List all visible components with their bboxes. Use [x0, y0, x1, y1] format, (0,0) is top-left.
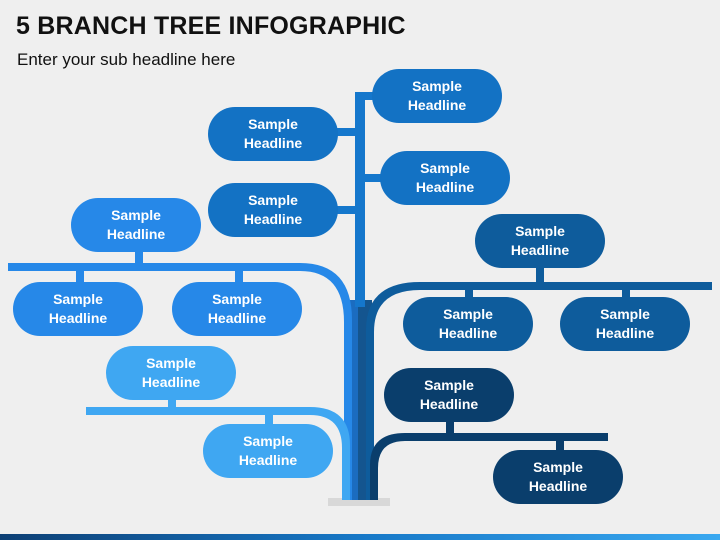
node-top-1[interactable]: Sample Headline	[372, 69, 502, 123]
node-top-2[interactable]: Sample Headline	[208, 107, 338, 161]
node-line1: Sample	[412, 78, 462, 94]
node-line2: Headline	[510, 242, 570, 258]
stem-left1-child-a	[76, 269, 84, 283]
trunk-upper	[355, 92, 365, 307]
node-right2-parent[interactable]: Sample Headline	[384, 368, 514, 422]
node-line1: Sample	[424, 377, 474, 393]
stem-right2-parent	[446, 421, 454, 435]
stem-right2-child	[556, 439, 564, 451]
node-top-4[interactable]: Sample Headline	[208, 183, 338, 237]
branch-left-2	[86, 407, 350, 500]
node-right1-parent[interactable]: Sample Headline	[475, 214, 605, 268]
node-line2: Headline	[141, 374, 201, 390]
page-title: 5 BRANCH TREE INFOGRAPHIC	[16, 12, 406, 40]
node-left1-child-b[interactable]: Sample Headline	[172, 282, 302, 336]
node-line1: Sample	[443, 306, 493, 322]
stem-right1-child-b	[622, 288, 630, 300]
node-line1: Sample	[420, 160, 470, 176]
node-right2-child[interactable]: Sample Headline	[493, 450, 623, 504]
node-line1: Sample	[515, 223, 565, 239]
node-line1: Sample	[243, 433, 293, 449]
node-line1: Sample	[111, 207, 161, 223]
node-line2: Headline	[595, 325, 655, 341]
stem-left2-child	[265, 413, 273, 425]
stem-right1-parent	[536, 268, 544, 284]
node-line2: Headline	[106, 226, 166, 242]
node-left1-parent[interactable]: Sample Headline	[71, 198, 201, 252]
stem-left1-child-b	[235, 269, 243, 283]
page-subtitle: Enter your sub headline here	[17, 50, 236, 69]
node-right1-child-b[interactable]: Sample Headline	[560, 297, 690, 351]
node-line2: Headline	[528, 478, 588, 494]
node-line1: Sample	[533, 459, 583, 475]
stem-left1-parent	[135, 251, 143, 265]
connector-top-3	[360, 174, 382, 182]
stem-left2-parent	[168, 399, 176, 409]
connector-top-1	[360, 92, 378, 100]
connector-top-4	[336, 206, 358, 214]
node-line2: Headline	[243, 135, 303, 151]
node-line1: Sample	[53, 291, 103, 307]
node-line2: Headline	[48, 310, 108, 326]
node-top-3[interactable]: Sample Headline	[380, 151, 510, 205]
branch-right-2	[370, 433, 608, 500]
node-line2: Headline	[438, 325, 498, 341]
footer-bar	[0, 534, 720, 540]
node-line2: Headline	[415, 179, 475, 195]
node-line2: Headline	[419, 396, 479, 412]
node-line1: Sample	[248, 116, 298, 132]
node-right1-child-a[interactable]: Sample Headline	[403, 297, 533, 351]
node-left1-child-a[interactable]: Sample Headline	[13, 282, 143, 336]
stem-right1-child-a	[465, 288, 473, 300]
node-line2: Headline	[407, 97, 467, 113]
connector-top-2	[336, 128, 358, 136]
node-line1: Sample	[248, 192, 298, 208]
node-line2: Headline	[243, 211, 303, 227]
node-line1: Sample	[212, 291, 262, 307]
trunk-base	[328, 498, 390, 506]
node-line1: Sample	[600, 306, 650, 322]
node-left2-child[interactable]: Sample Headline	[203, 424, 333, 478]
node-line2: Headline	[238, 452, 298, 468]
node-left2-parent[interactable]: Sample Headline	[106, 346, 236, 400]
node-line1: Sample	[146, 355, 196, 371]
node-line2: Headline	[207, 310, 267, 326]
